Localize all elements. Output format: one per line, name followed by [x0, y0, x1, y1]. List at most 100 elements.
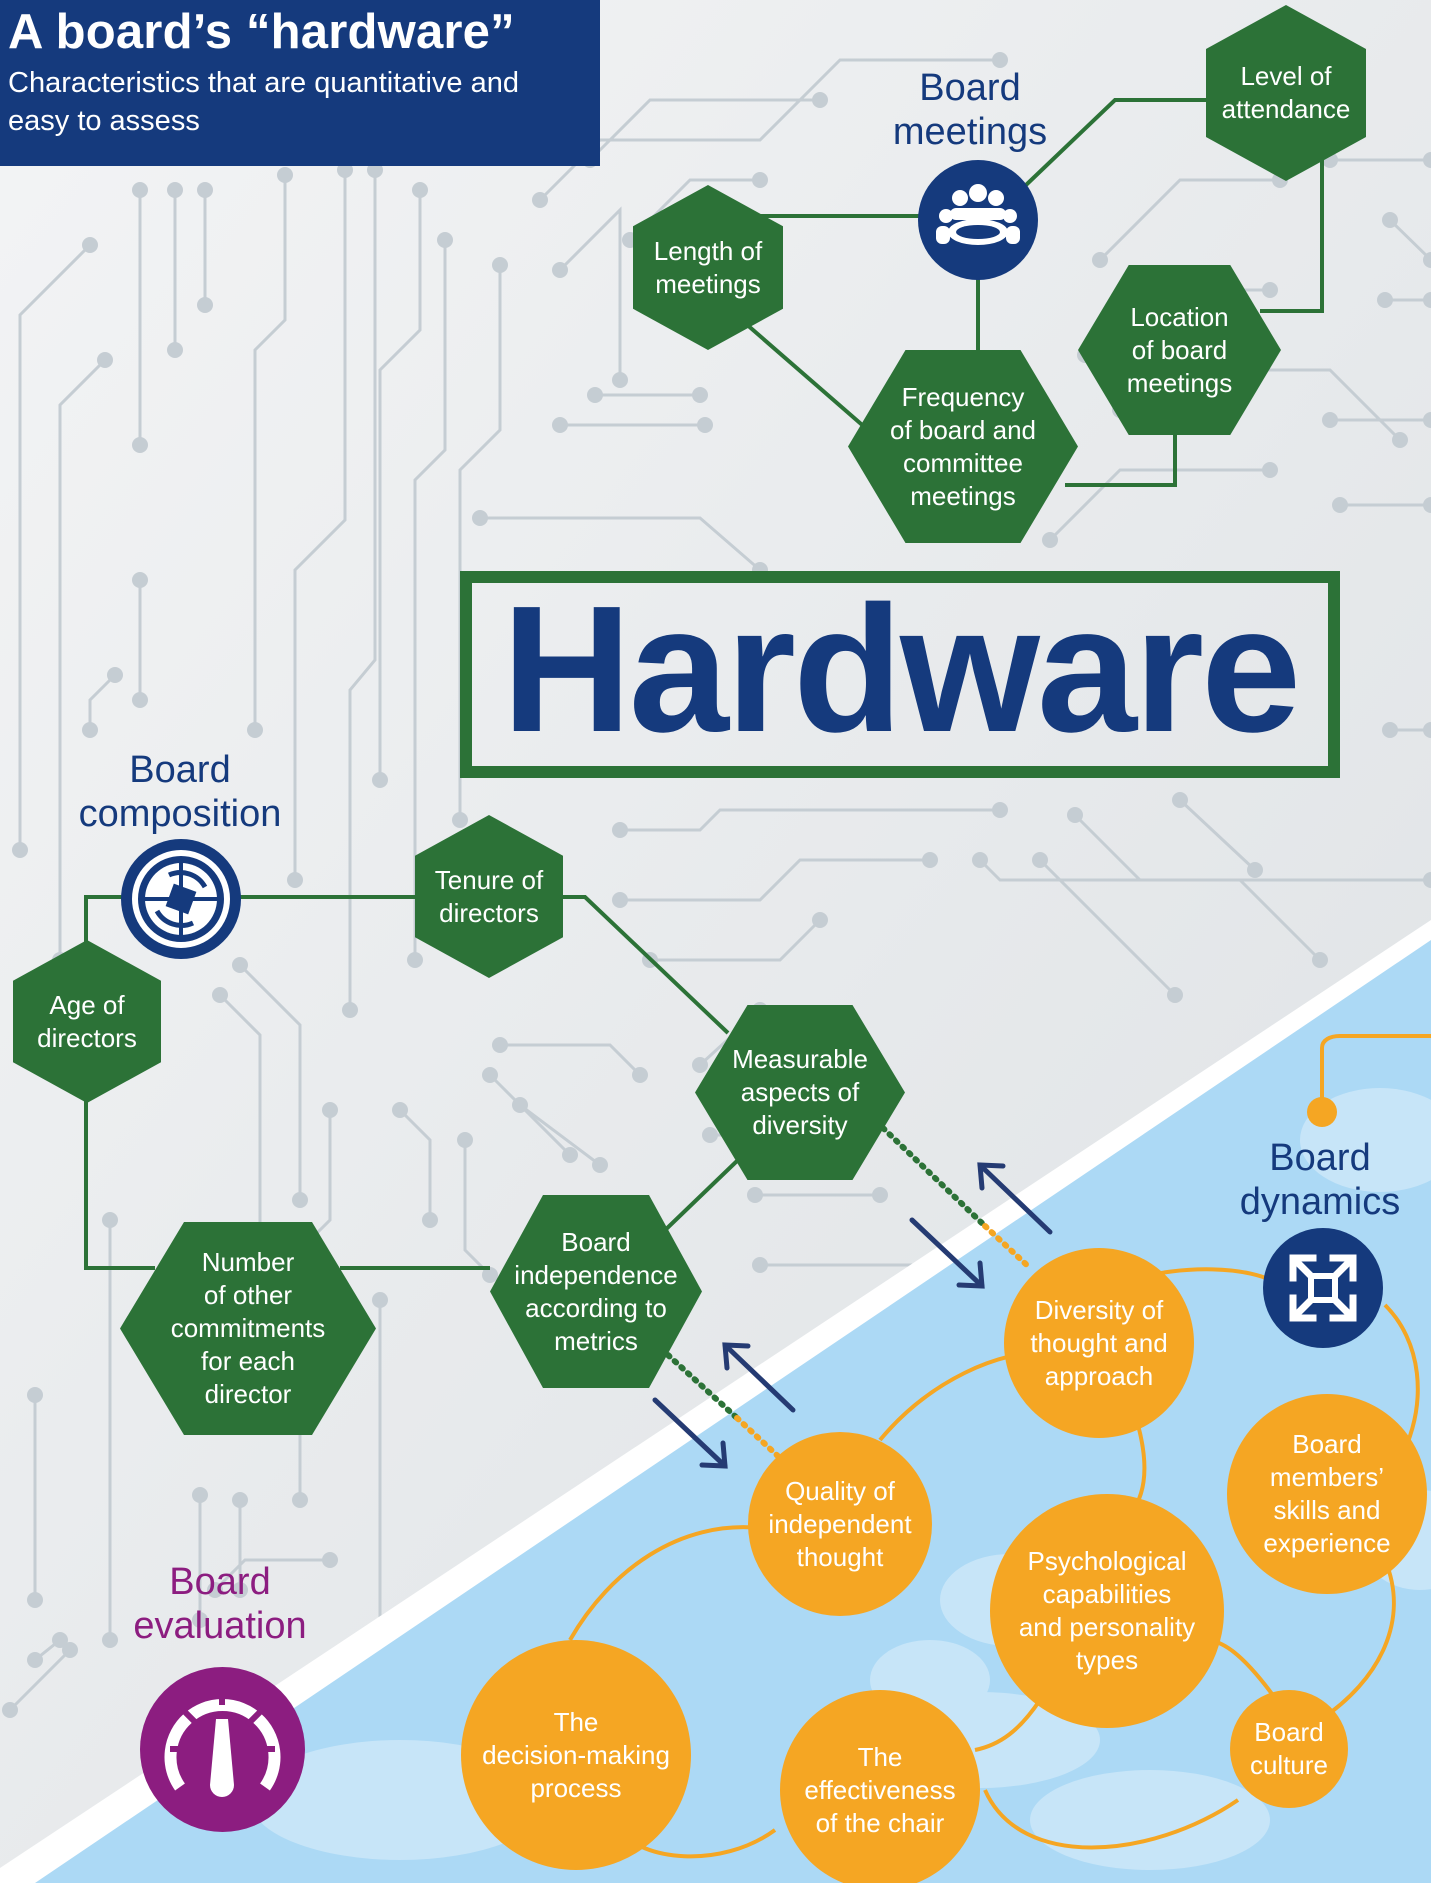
circuit-node: [592, 1157, 608, 1173]
circuit-trace: [413, 238, 447, 962]
hex-label: Number of other commitments for each dir…: [170, 1247, 326, 1409]
hex-label: Board independence according to metrics: [514, 1226, 678, 1356]
circuit-node: [337, 162, 353, 178]
board-composition-label: Board composition: [78, 749, 282, 835]
circle-decision-making-process: The decision-making process: [461, 1640, 691, 1870]
circuit-node: [277, 167, 293, 183]
gauge-icon: [140, 1667, 305, 1832]
board-dynamics-label: Board dynamics: [1239, 1137, 1401, 1223]
circuit-node: [212, 987, 228, 1003]
circuit-trace: [978, 858, 1322, 962]
circuit-node: [367, 162, 383, 178]
people-meeting-icon: [918, 160, 1038, 280]
arrow-down-right-icon: [909, 1217, 985, 1289]
circuit-node: [132, 437, 148, 453]
circuit-node: [532, 192, 548, 208]
circuit-trace: [293, 168, 347, 882]
circuit-node: [992, 802, 1008, 818]
circuit-node: [422, 1212, 438, 1228]
circuit-node: [232, 1582, 248, 1598]
circuit-node: [1423, 152, 1431, 168]
circuit-node: [322, 1102, 338, 1118]
exchange-arrows: [652, 1162, 1053, 1469]
connector-node: [1307, 1097, 1337, 1127]
arrow-up-left-icon: [722, 1342, 796, 1413]
circuit-node: [1172, 792, 1188, 808]
hex-label: Tenure of directors: [434, 864, 544, 928]
circuit-node: [82, 722, 98, 738]
page-subtitle: Characteristics that are quantitative an…: [8, 67, 519, 137]
circuit-node: [437, 232, 453, 248]
circuit-node: [342, 1002, 358, 1018]
circuit-node: [702, 1127, 718, 1143]
circuit-node: [1247, 862, 1263, 878]
circuit-node: [1312, 952, 1328, 968]
circuit-node: [372, 772, 388, 788]
circuit-node: [197, 182, 213, 198]
circle-label: Quality of independent thought: [768, 1475, 912, 1572]
circuit-node: [167, 182, 183, 198]
circuit-trace: [488, 1073, 572, 1157]
circuit-node: [1092, 252, 1108, 268]
circuit-trace: [213, 1558, 332, 1592]
circle-label: Board culture: [1249, 1717, 1329, 1780]
circuit-node: [552, 417, 568, 433]
circuit-node: [52, 1632, 68, 1648]
circuit-node: [1392, 432, 1408, 448]
circuit-node: [107, 667, 123, 683]
circuit-node: [292, 1492, 308, 1508]
circle-quality-of-independent-thought: Quality of independent thought: [748, 1432, 932, 1616]
shutter-icon: [121, 839, 241, 959]
board-meetings-label: Board meetings: [892, 67, 1048, 153]
circuit-node: [192, 1487, 208, 1503]
circuit-node: [1322, 412, 1338, 428]
hex-length-of-meetings: Length of meetings: [633, 185, 783, 350]
circle-psychological-capabilities: Psychological capabilities and personali…: [990, 1494, 1224, 1728]
circuit-dots: [2, 52, 1431, 1718]
circuit-node: [1382, 212, 1398, 228]
circuit-node: [697, 417, 713, 433]
circuit-node: [452, 812, 468, 828]
circuit-node: [457, 1132, 473, 1148]
circuit-node: [197, 297, 213, 313]
circuit-node: [1332, 497, 1348, 513]
circuit-trace: [1178, 798, 1257, 872]
circle-label: Psychological capabilities and personali…: [1018, 1546, 1196, 1675]
circuit-trace: [88, 673, 117, 732]
circuit-node: [287, 872, 303, 888]
hex-label: Level of attendance: [1221, 61, 1351, 124]
circle-label: The decision-making process: [482, 1706, 670, 1803]
circuit-trace: [348, 168, 377, 1012]
circuit-trace: [648, 918, 822, 962]
circuit-node: [482, 1267, 498, 1283]
circle-label: Board members’ skills and experience: [1263, 1429, 1391, 1558]
circuit-trace: [498, 1043, 642, 1077]
circuit-node: [102, 1212, 118, 1228]
header-panel: A board’s “hardware” Characteristics tha…: [0, 0, 600, 166]
circle-board-culture: Board culture: [1230, 1690, 1348, 1808]
circuit-node: [1423, 292, 1431, 308]
circuit-node: [872, 1187, 888, 1203]
circuit-trace: [1038, 858, 1177, 997]
circuit-node: [132, 692, 148, 708]
circuit-node: [1423, 252, 1431, 268]
circuit-node: [812, 92, 828, 108]
circuit-trace: [558, 206, 622, 382]
circuit-node: [12, 842, 28, 858]
circle-label: The effectiveness of the chair: [804, 1741, 956, 1838]
circuit-node: [247, 722, 263, 738]
circuit-trace: [18, 243, 92, 852]
hex-location-of-board-meetings: Location of board meetings: [1078, 265, 1281, 435]
circuit-node: [1423, 497, 1431, 513]
circuit-node: [922, 852, 938, 868]
circuit-node: [1067, 807, 1083, 823]
circuit-node: [372, 1292, 388, 1308]
circuit-node: [612, 822, 628, 838]
circuit-node: [562, 1147, 578, 1163]
hardware-heading: Hardware: [501, 568, 1301, 770]
circuit-node: [1262, 462, 1278, 478]
circuit-node: [27, 1592, 43, 1608]
board-evaluation-label: Board evaluation: [133, 1561, 307, 1647]
circuit-trace: [378, 188, 422, 782]
hex-label: Age of directors: [37, 989, 137, 1053]
